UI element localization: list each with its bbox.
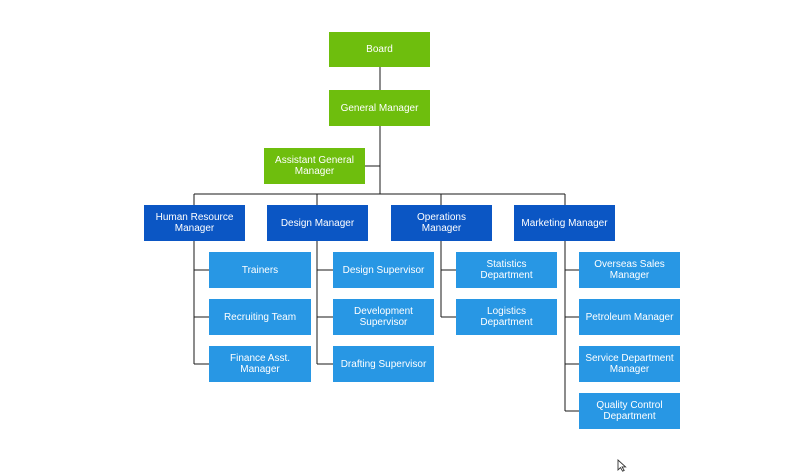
node-label: Recruiting Team <box>223 311 297 323</box>
node-label: Finance Asst. Manager <box>229 353 291 375</box>
node-label: Development Supervisor <box>354 306 413 328</box>
mouse-pointer-icon <box>617 459 627 472</box>
node-human-resource-manager[interactable]: Human Resource Manager <box>144 205 245 241</box>
node-label: Design Supervisor <box>342 264 425 276</box>
node-quality-control-department[interactable]: Quality Control Department <box>579 393 680 429</box>
node-label: Design Manager <box>280 217 355 229</box>
node-development-supervisor[interactable]: Development Supervisor <box>333 299 434 335</box>
node-trainers[interactable]: Trainers <box>209 252 311 288</box>
node-logistics-department[interactable]: Logistics Department <box>456 299 557 335</box>
node-label: General Manager <box>340 102 419 114</box>
node-design-manager[interactable]: Design Manager <box>267 205 368 241</box>
node-assistant-general-manager[interactable]: Assistant General Manager <box>264 148 365 184</box>
node-label: Human Resource Manager <box>155 212 234 234</box>
node-statistics-department[interactable]: Statistics Department <box>456 252 557 288</box>
node-finance-asst-manager[interactable]: Finance Asst. Manager <box>209 346 311 382</box>
node-general-manager[interactable]: General Manager <box>329 90 430 126</box>
node-label: Marketing Manager <box>521 217 608 229</box>
node-recruiting-team[interactable]: Recruiting Team <box>209 299 311 335</box>
node-marketing-manager[interactable]: Marketing Manager <box>514 205 615 241</box>
node-label: Board <box>366 44 393 55</box>
node-operations-manager[interactable]: Operations Manager <box>391 205 492 241</box>
node-label: Logistics Department <box>480 306 533 328</box>
node-overseas-sales-manager[interactable]: Overseas Sales Manager <box>579 252 680 288</box>
node-label: Petroleum Manager <box>585 311 674 323</box>
node-label: Trainers <box>241 264 279 276</box>
node-label: Service Department Manager <box>585 353 674 375</box>
node-board[interactable]: Board <box>329 32 430 67</box>
node-label: Quality Control Department <box>596 400 663 422</box>
node-service-department-manager[interactable]: Service Department Manager <box>579 346 680 382</box>
node-label: Statistics Department <box>480 259 533 281</box>
node-drafting-supervisor[interactable]: Drafting Supervisor <box>333 346 434 382</box>
node-label: Assistant General Manager <box>275 155 354 177</box>
node-label: Drafting Supervisor <box>340 358 427 370</box>
node-petroleum-manager[interactable]: Petroleum Manager <box>579 299 680 335</box>
node-label: Operations Manager <box>417 212 466 234</box>
node-label: Overseas Sales Manager <box>594 259 665 281</box>
node-design-supervisor[interactable]: Design Supervisor <box>333 252 434 288</box>
